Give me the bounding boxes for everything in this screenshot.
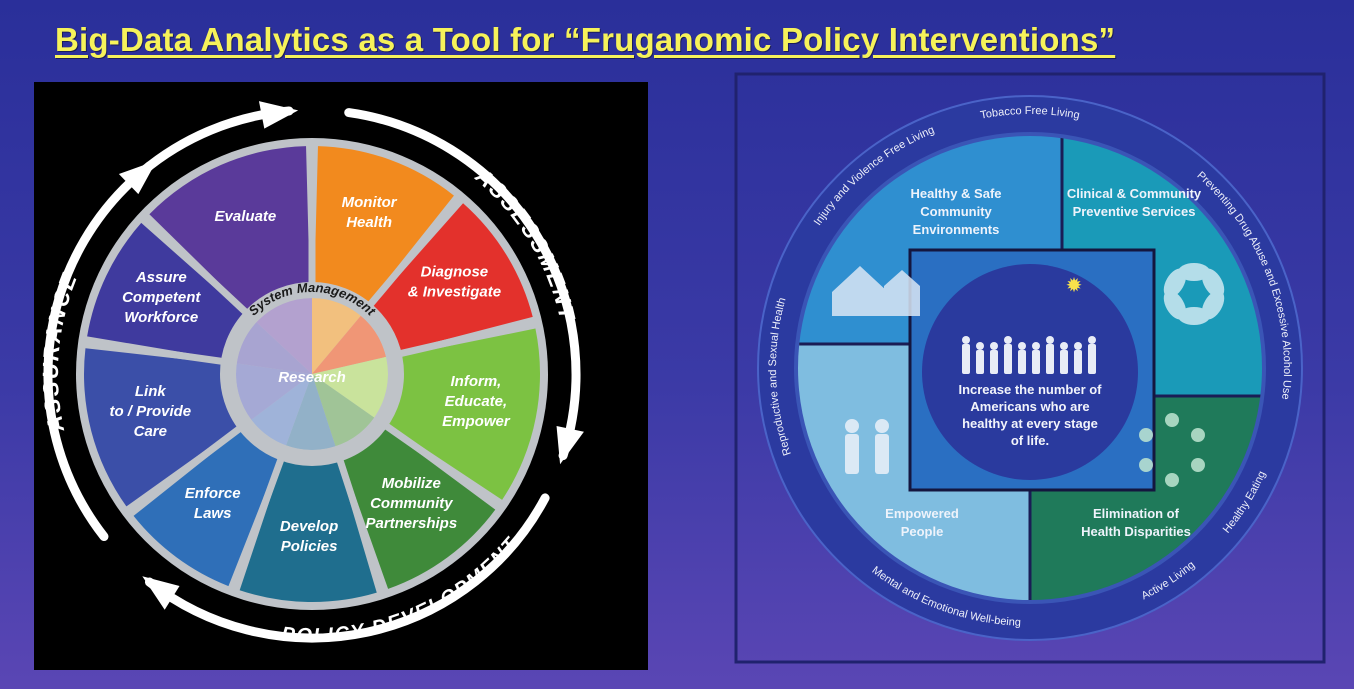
cycle-arrow (344, 108, 581, 461)
arrow-head-icon (142, 576, 180, 610)
research-slice (236, 322, 312, 374)
outer-frame (734, 72, 1326, 664)
research-slice (256, 298, 312, 374)
page-title: Big-Data Analytics as a Tool for “Frugan… (55, 21, 1116, 58)
cycle-arrow (43, 161, 154, 542)
arrow-head-icon (118, 160, 157, 195)
wheel-divider (85, 338, 232, 367)
wheel-segment (149, 146, 310, 311)
research-slice (312, 298, 361, 374)
cycle-arrow (144, 493, 550, 643)
research-slice (251, 374, 312, 446)
research-slice (312, 356, 388, 418)
research-slice (235, 363, 312, 420)
wheel-divider (127, 420, 249, 515)
research-label: Research (278, 369, 346, 386)
raised-hands-icon (845, 419, 889, 474)
wheel-divider (230, 449, 288, 590)
arrow-head-icon (258, 101, 299, 129)
research-slice (286, 374, 336, 451)
flower-icon (1163, 263, 1225, 325)
center-circle (922, 264, 1138, 480)
wheel-segment (387, 328, 540, 500)
wheel-segment (133, 430, 280, 587)
research-slice (312, 315, 387, 374)
wheel-segment (87, 222, 245, 360)
research-slice (312, 374, 375, 447)
houses-icon (832, 266, 920, 316)
assurance-label: ASSURANCE (38, 269, 82, 435)
wheel-segment (371, 203, 533, 352)
people-circle-icon (1139, 413, 1205, 487)
wheel-divider (362, 197, 462, 314)
wheel-divider (391, 319, 535, 359)
sun-icon: ✹ (1066, 275, 1083, 297)
wheel-segment (314, 146, 454, 304)
system-management-ring (220, 282, 404, 466)
wheel-segment (84, 348, 239, 507)
wheel-segment-label: Diagnose& Investigate (408, 264, 501, 301)
people-icon (962, 336, 1096, 374)
ring-label-tobacco: Tobacco Free Living (979, 105, 1080, 122)
wheel-divider (377, 418, 501, 508)
wheel-segment (342, 427, 496, 589)
wheel-divider (334, 450, 386, 592)
wheel-divider (142, 215, 255, 321)
wheel-segment-label: Inform,Educate,Empower (442, 373, 511, 430)
wheel-segment (239, 459, 377, 602)
arrow-head-icon (556, 425, 584, 465)
wheel-segment-label: Evaluate (215, 208, 277, 225)
